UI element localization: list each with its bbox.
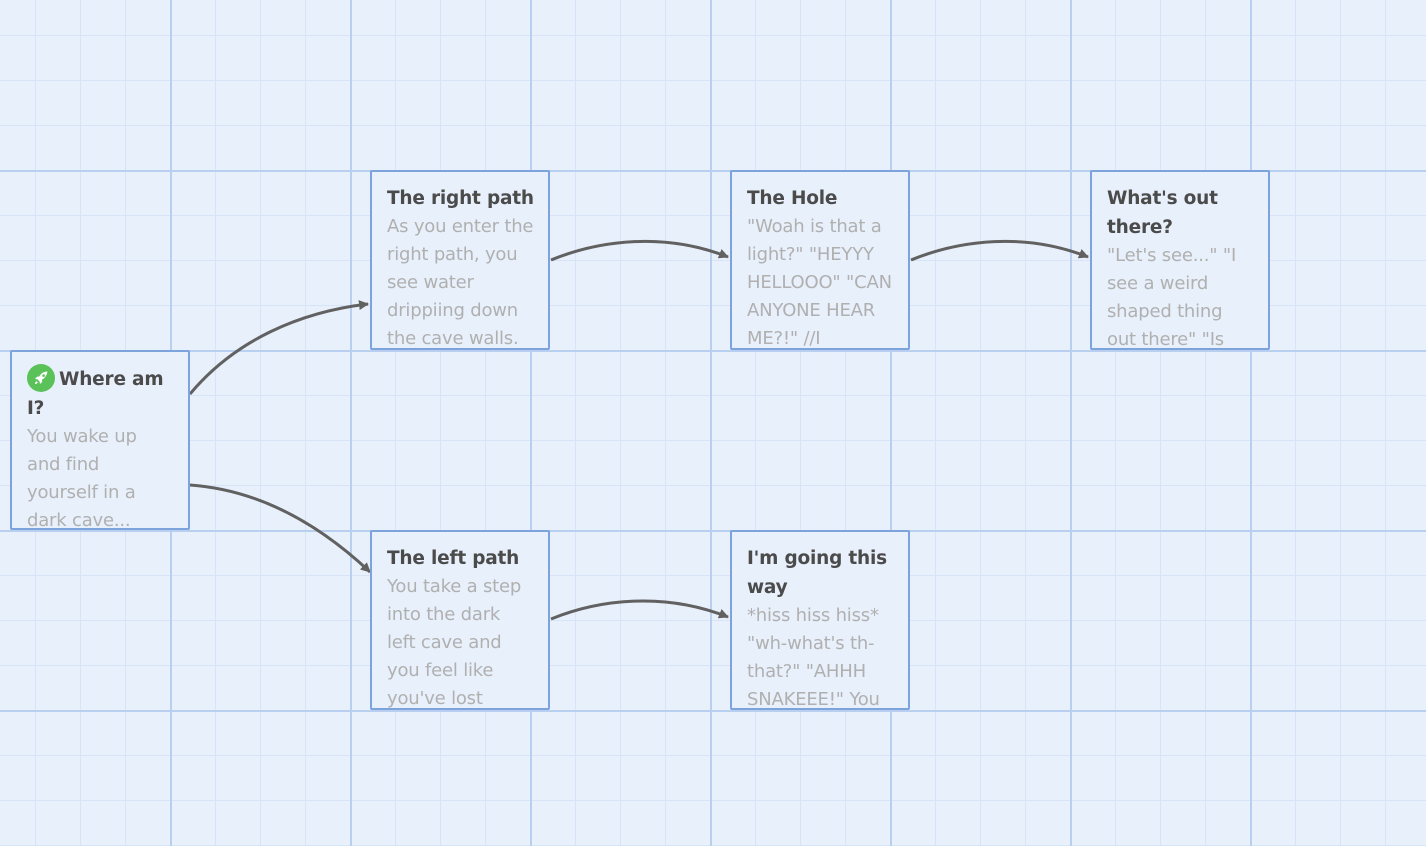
passage-card-im-going-this-way[interactable]: I'm going this way *hiss hiss hiss* "wh-… bbox=[730, 530, 910, 710]
passage-title: The Hole bbox=[747, 188, 838, 209]
link-hole-to-out-there bbox=[910, 239, 1089, 262]
passage-excerpt: *hiss hiss hiss* "wh-what's th-that?" "A… bbox=[747, 605, 880, 710]
passage-title: The left path bbox=[387, 548, 520, 569]
link-start-to-right-path bbox=[188, 300, 369, 395]
passage-excerpt: "Woah is that a light?" "HEYYY HELLOOO" … bbox=[747, 216, 892, 349]
passage-excerpt: You take a step into the dark left cave … bbox=[387, 576, 522, 709]
passage-title: I'm going this way bbox=[747, 548, 887, 598]
passage-card-where-am-i[interactable]: Where am I? You wake up and find yoursel… bbox=[10, 350, 190, 530]
passage-card-the-right-path[interactable]: The right path As you enter the right pa… bbox=[370, 170, 550, 350]
link-start-to-left-path bbox=[189, 483, 372, 574]
passage-title: What's out there? bbox=[1107, 188, 1218, 238]
passage-card-whats-out-there[interactable]: What's out there? "Let's see..." "I see … bbox=[1090, 170, 1270, 350]
rocket-icon bbox=[27, 364, 55, 392]
passage-excerpt: You wake up and find yourself in a dark … bbox=[27, 426, 137, 530]
passage-excerpt: "Let's see..." "I see a weird shaped thi… bbox=[1107, 245, 1237, 350]
passage-title: Where am I? bbox=[27, 364, 174, 423]
passage-title: The right path bbox=[387, 188, 534, 209]
link-left-path-to-going bbox=[550, 599, 729, 621]
link-right-path-to-hole bbox=[550, 239, 729, 262]
passage-excerpt: As you enter the right path, you see wat… bbox=[387, 216, 534, 349]
passage-card-the-hole[interactable]: The Hole "Woah is that a light?" "HEYYY … bbox=[730, 170, 910, 350]
passage-title-text: Where am I? bbox=[27, 369, 164, 419]
passage-card-the-left-path[interactable]: The left path You take a step into the d… bbox=[370, 530, 550, 710]
